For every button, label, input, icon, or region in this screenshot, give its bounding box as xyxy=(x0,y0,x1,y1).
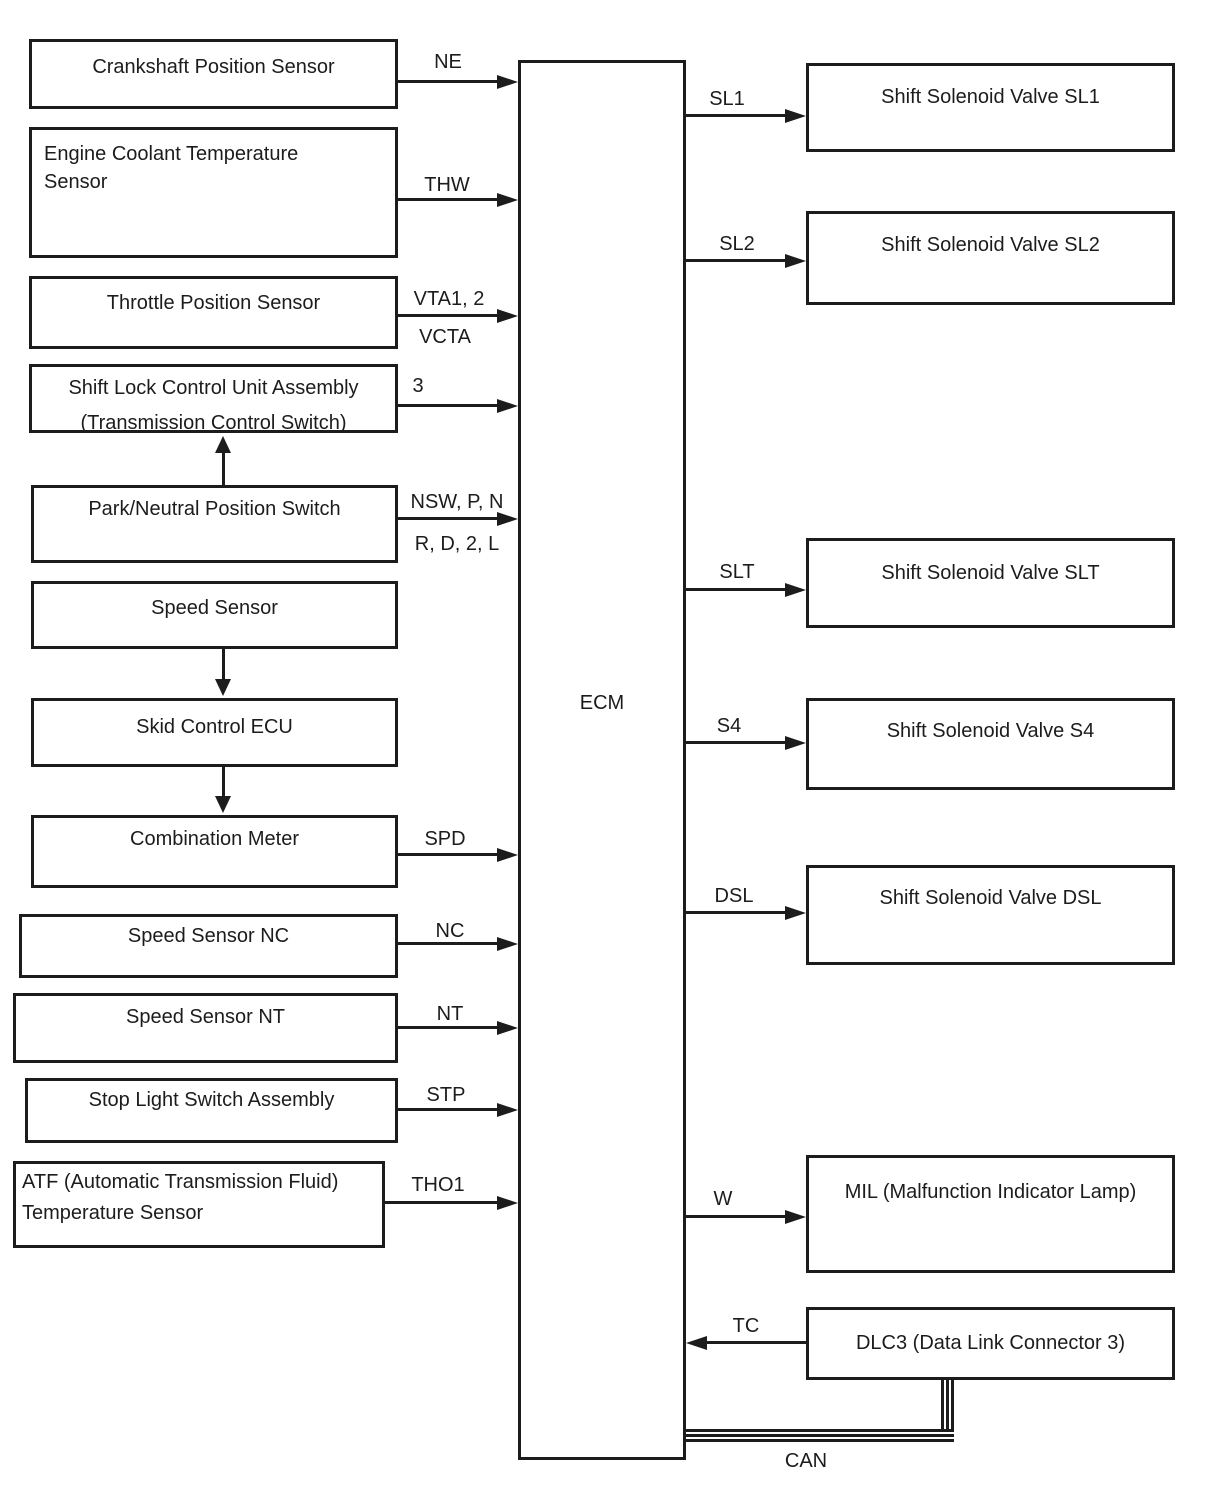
stp-arrowhead xyxy=(497,1103,518,1117)
link-park-to-shiftlock xyxy=(222,450,225,485)
node-crankshaft-position-sensor: Crankshaft Position Sensor xyxy=(29,39,398,109)
ecm-label: ECM xyxy=(579,692,625,714)
wire-nsw-label-below: R, D, 2, L xyxy=(414,533,500,555)
slt-arrowhead xyxy=(785,583,806,597)
wire-nc-label: NC xyxy=(435,920,465,942)
park-to-shiftlock-arrowhead xyxy=(215,436,231,453)
can-bus-horizontal xyxy=(686,1429,954,1442)
wire-3-arrowhead xyxy=(497,399,518,413)
node-shift-solenoid-valve-sl2: Shift Solenoid Valve SL2 xyxy=(806,211,1175,305)
node-mil: MIL (Malfunction Indicator Lamp) xyxy=(806,1155,1175,1273)
wire-s4-label: S4 xyxy=(716,715,742,737)
tho1-arrowhead xyxy=(497,1196,518,1210)
node-ecm: ECM xyxy=(518,60,686,1460)
node-shift-lock-control-unit: Shift Lock Control Unit Assembly (Transm… xyxy=(29,364,398,434)
sl1-arrowhead xyxy=(785,109,806,123)
node-speed-sensor: Speed Sensor xyxy=(31,581,398,649)
can-bus-vertical xyxy=(941,1380,954,1442)
wire-w xyxy=(686,1215,788,1218)
wire-vta xyxy=(398,314,500,317)
wire-sl2-label: SL2 xyxy=(719,233,755,255)
vta-arrowhead xyxy=(497,309,518,323)
ne-arrowhead xyxy=(497,75,518,89)
wire-vta-label-above: VTA1, 2 xyxy=(413,288,485,310)
spd-arrowhead xyxy=(497,848,518,862)
node-atf-temperature-sensor: ATF (Automatic Transmission Fluid) Tempe… xyxy=(13,1161,385,1248)
node-dlc3: DLC3 (Data Link Connector 3) xyxy=(806,1307,1175,1380)
dsl-arrowhead xyxy=(785,906,806,920)
nc-arrowhead xyxy=(497,937,518,951)
node-shift-solenoid-valve-s4: Shift Solenoid Valve S4 xyxy=(806,698,1175,790)
node-combination-meter: Combination Meter xyxy=(31,815,398,888)
wire-ne xyxy=(398,80,500,83)
wire-w-label: W xyxy=(713,1188,733,1210)
wire-nsw xyxy=(398,517,500,520)
node-skid-control-ecu: Skid Control ECU xyxy=(31,698,398,767)
wire-nc xyxy=(398,942,500,945)
s4-arrowhead xyxy=(785,736,806,750)
wire-dsl xyxy=(686,911,788,914)
node-shift-solenoid-valve-slt: Shift Solenoid Valve SLT xyxy=(806,538,1175,628)
wire-tho1-label: THO1 xyxy=(411,1174,465,1196)
wire-stp-label: STP xyxy=(426,1084,466,1106)
wire-ne-label: NE xyxy=(434,51,462,73)
tc-arrowhead xyxy=(686,1336,707,1350)
wire-tc-label: TC xyxy=(732,1315,760,1337)
wire-tho1 xyxy=(385,1201,500,1204)
can-bus-label: CAN xyxy=(784,1450,828,1472)
node-speed-sensor-nc: Speed Sensor NC xyxy=(19,914,398,978)
wire-sl1-label: SL1 xyxy=(709,88,745,110)
node-throttle-position-sensor: Throttle Position Sensor xyxy=(29,276,398,349)
wire-spd xyxy=(398,853,500,856)
skid-to-meter-arrowhead xyxy=(215,796,231,813)
link-skid-to-meter xyxy=(222,767,225,798)
wire-3 xyxy=(398,404,500,407)
wire-nt xyxy=(398,1026,500,1029)
nsw-arrowhead xyxy=(497,512,518,526)
wire-spd-label: SPD xyxy=(424,828,466,850)
wire-thw xyxy=(398,198,500,201)
node-park-neutral-position-switch: Park/Neutral Position Switch xyxy=(31,485,398,563)
node-speed-sensor-nt: Speed Sensor NT xyxy=(13,993,398,1063)
speed-to-skid-arrowhead xyxy=(215,679,231,696)
node-shift-solenoid-valve-sl1: Shift Solenoid Valve SL1 xyxy=(806,63,1175,152)
wire-tc xyxy=(705,1341,806,1344)
wire-sl2 xyxy=(686,259,788,262)
node-stop-light-switch-assembly: Stop Light Switch Assembly xyxy=(25,1078,398,1143)
wire-dsl-label: DSL xyxy=(714,885,754,907)
wire-s4 xyxy=(686,741,788,744)
node-shift-solenoid-valve-dsl: Shift Solenoid Valve DSL xyxy=(806,865,1175,965)
w-arrowhead xyxy=(785,1210,806,1224)
wire-stp xyxy=(398,1108,500,1111)
wire-nsw-label-above: NSW, P, N xyxy=(410,491,504,513)
node-engine-coolant-temperature-sensor: Engine Coolant Temperature Sensor xyxy=(29,127,398,258)
nt-arrowhead xyxy=(497,1021,518,1035)
wire-nt-label: NT xyxy=(436,1003,464,1025)
wire-thw-label: THW xyxy=(424,174,470,196)
wire-sl1 xyxy=(686,114,788,117)
link-speed-to-skid xyxy=(222,649,225,681)
thw-arrowhead xyxy=(497,193,518,207)
wire-slt xyxy=(686,588,788,591)
wire-vta-label-below: VCTA xyxy=(419,326,471,348)
wire-slt-label: SLT xyxy=(719,561,755,583)
sl2-arrowhead xyxy=(785,254,806,268)
wire-3-label: 3 xyxy=(412,375,424,397)
